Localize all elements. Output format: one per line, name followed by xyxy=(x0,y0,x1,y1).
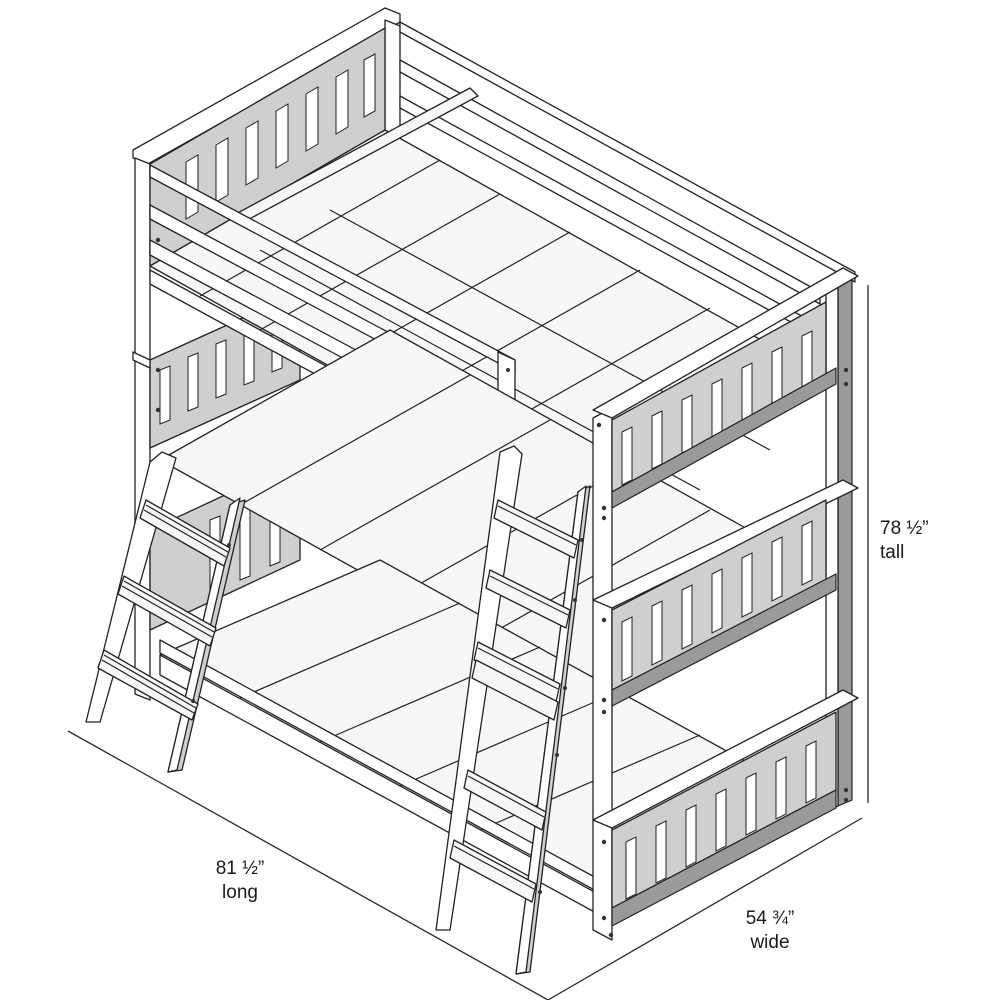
ladder-left xyxy=(85,451,246,773)
ladder-right xyxy=(435,445,591,975)
height-value: 78 ½” xyxy=(880,518,929,539)
width-dimension-label: 54 ¾” wide xyxy=(738,907,802,955)
length-dimension-line xyxy=(67,730,549,1000)
length-dimension-label: 81 ½” long xyxy=(212,857,268,905)
length-unit-label: long xyxy=(222,882,258,903)
width-unit-label: wide xyxy=(750,932,790,953)
width-value: 54 ¾” xyxy=(745,908,795,929)
footboard-front xyxy=(592,267,859,941)
side-rails-back xyxy=(399,21,856,339)
length-value: 81 ½” xyxy=(215,858,265,879)
dimension-lines xyxy=(67,285,869,1000)
width-dimension-line xyxy=(547,817,863,1000)
height-unit-label: tall xyxy=(880,542,905,563)
height-dimension-label: 78 ½” tall xyxy=(880,517,929,565)
